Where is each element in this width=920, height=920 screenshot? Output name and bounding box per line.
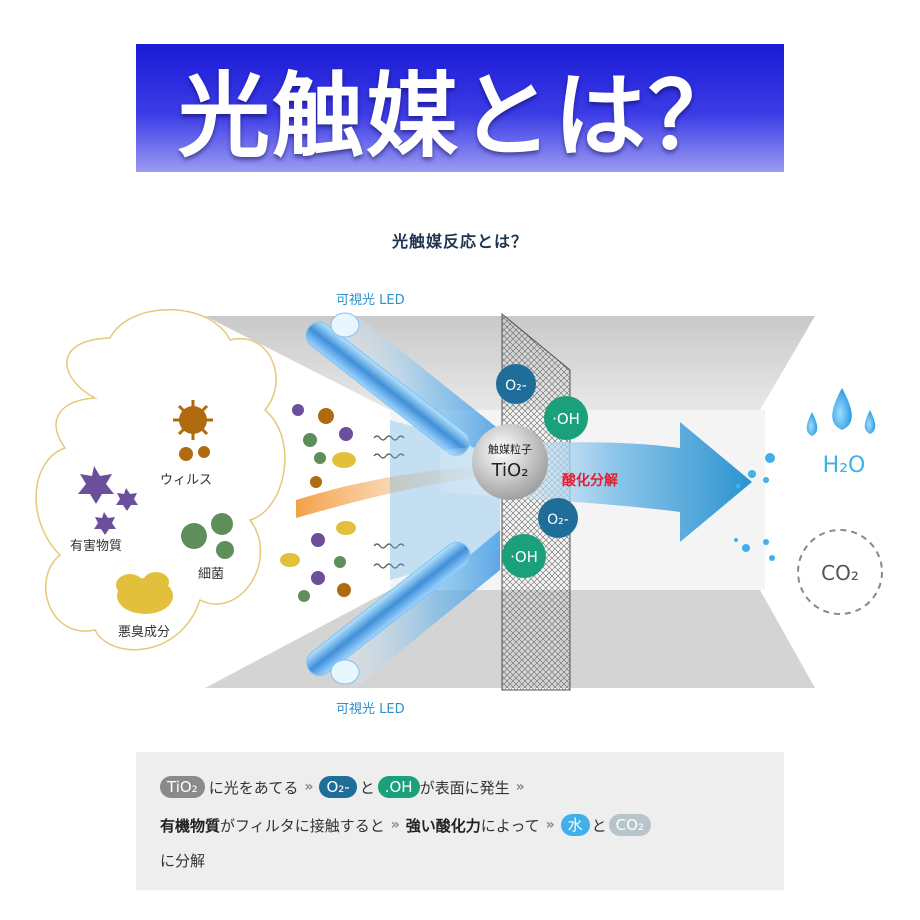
o2-bubble-top: O₂- (496, 364, 536, 404)
co2-pill: CO₂ (608, 814, 651, 836)
chevron-right-icon: » (515, 779, 525, 795)
summary-line-2: 有機物質 がフィルタに接触すると » 強い酸化力 によって » 水 と CO₂ (160, 814, 651, 836)
summary-line-1: TiO₂ に光をあてる » O₂- と .OH が表面に発生 » (160, 776, 531, 798)
led-label-bottom: 可視光 LED (336, 702, 405, 717)
tio2-pill: TiO₂ (160, 776, 205, 798)
summary-text-1: に光をあてる (208, 778, 299, 797)
organic-icon (78, 466, 138, 535)
co2-label: CO₂ (821, 561, 859, 585)
banner-title: 光触媒とは？ (177, 62, 742, 170)
svg-text:O₂-: O₂- (547, 512, 569, 528)
chevron-right-icon: » (304, 779, 314, 795)
svg-text:·OH: ·OH (552, 410, 580, 428)
summary-text-4: によって (480, 816, 540, 835)
summary-text-5: に分解 (160, 852, 206, 870)
co2-circle (797, 529, 883, 615)
title-banner: 光触媒とは？ (136, 44, 784, 172)
svg-text:·OH: ·OH (510, 548, 538, 566)
water-drop-icon (806, 388, 876, 436)
led-label-top: 可視光 LED (336, 293, 405, 308)
flow-squiggles (373, 435, 405, 569)
label-virus: ウィルス (160, 473, 212, 488)
incoming-particles-bottom (280, 521, 356, 602)
label-bacteria: 細菌 (198, 567, 224, 582)
oh-pill: .OH (377, 776, 420, 798)
summary-bold-2: 強い酸化力 (405, 816, 481, 835)
led-tube-top (305, 312, 470, 456)
chevron-right-icon: » (545, 817, 555, 833)
pollutant-cloud (35, 309, 286, 651)
catalyst-formula: TiO₂ (491, 460, 529, 481)
summary-bold-1: 有機物質 (160, 816, 221, 835)
odor-icon (116, 572, 173, 614)
bacteria-icon (181, 513, 234, 559)
o2-pill: O₂- (319, 776, 357, 798)
label-odor: 悪臭成分 (118, 625, 170, 640)
diagram-subtitle: 光触媒反応とは？ (391, 232, 528, 251)
water-pill: 水 (560, 814, 590, 836)
water-label: H₂O (823, 453, 866, 478)
incoming-particles-top (292, 404, 356, 488)
summary-text-2: が表面に発生 (419, 778, 510, 797)
summary-text-3: がフィルタに接触すると (220, 816, 385, 835)
catalyst-label: 触媒粒子 (488, 442, 532, 456)
oh-bubble-bottom: ·OH (502, 534, 546, 578)
summary-and-2: と (591, 816, 607, 835)
led-tube-bottom (306, 541, 471, 685)
svg-text:O₂-: O₂- (505, 378, 527, 394)
tio2-particle (472, 424, 548, 500)
summary-box: TiO₂ に光をあてる » O₂- と .OH が表面に発生 » 有機物質 がフ… (136, 752, 784, 890)
output-droplets (734, 453, 775, 561)
summary-line-3: に分解 (160, 850, 205, 871)
decomposition-label: 酸化分解 (562, 472, 618, 489)
virus-icon (173, 400, 213, 461)
o2-bubble-bottom: O₂- (538, 498, 578, 538)
chevron-right-icon: » (390, 817, 400, 833)
label-organic: 有害物質 (70, 538, 122, 554)
oh-bubble-top: ·OH (544, 396, 588, 440)
summary-and-1: と (359, 778, 375, 797)
